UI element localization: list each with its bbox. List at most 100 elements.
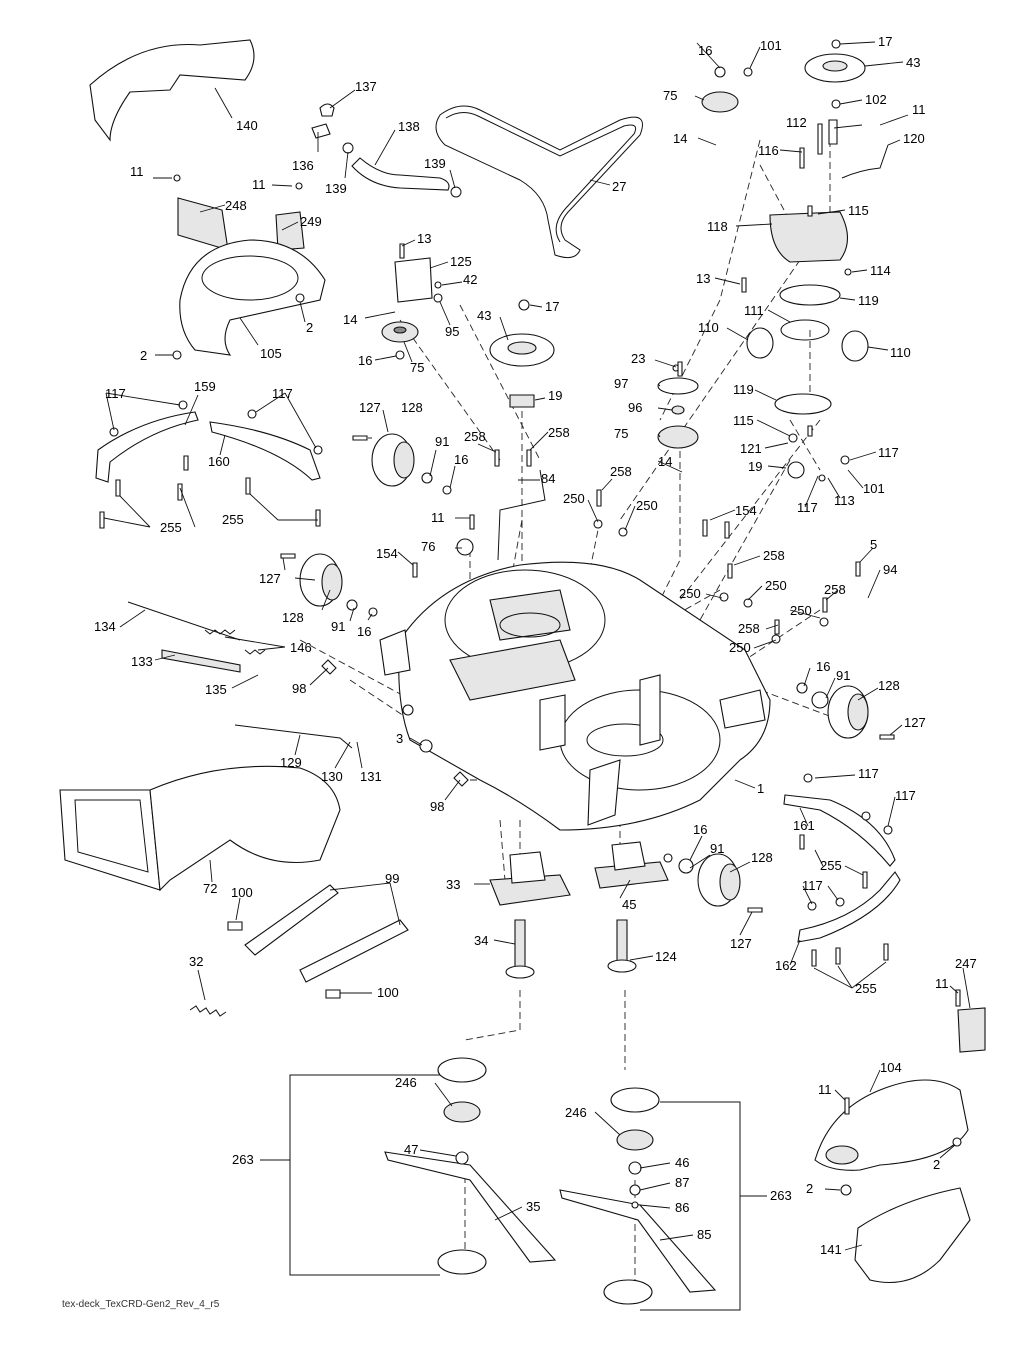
callout: 75 xyxy=(614,426,628,441)
callout: 23 xyxy=(631,351,645,366)
gauge-wheel-128-left xyxy=(299,553,343,607)
spring-146 xyxy=(244,649,266,655)
callout: 114 xyxy=(870,263,891,278)
callout: 75 xyxy=(663,88,677,103)
callout: 119 xyxy=(733,382,754,397)
callout: 105 xyxy=(260,346,282,361)
callout: 134 xyxy=(94,619,116,634)
guard-141 xyxy=(854,1187,971,1284)
hose-clamp xyxy=(342,142,354,154)
callout: 100 xyxy=(377,985,399,1000)
callout: 250 xyxy=(790,603,812,618)
callout: 130 xyxy=(321,769,343,784)
callout: 2 xyxy=(140,348,147,363)
spring-146 xyxy=(204,629,236,635)
callout: 110 xyxy=(890,345,911,360)
callout: 117 xyxy=(797,500,818,515)
callout: 11 xyxy=(431,510,445,525)
callout: 76 xyxy=(421,539,435,554)
callout: 118 xyxy=(707,219,728,234)
callout: 117 xyxy=(272,386,293,401)
callout: 117 xyxy=(858,766,879,781)
callout: 124 xyxy=(655,949,677,964)
callout: 91 xyxy=(331,619,345,634)
callout: 136 xyxy=(292,158,314,173)
callout: 250 xyxy=(765,578,787,593)
callout: 246 xyxy=(395,1075,417,1090)
callout: 43 xyxy=(906,55,920,70)
callout: 258 xyxy=(610,464,632,479)
callout: 255 xyxy=(222,512,244,527)
callout: 141 xyxy=(820,1242,842,1257)
gear-119-bottom xyxy=(774,393,832,415)
callout: 19 xyxy=(748,459,762,474)
callout: 16 xyxy=(698,43,712,58)
gauge-wheel-128-right xyxy=(827,685,869,739)
gauge-wheel-128-lower xyxy=(697,853,741,907)
drive-belt xyxy=(435,105,643,259)
pulley-cover-left xyxy=(179,239,326,356)
callout: 247 xyxy=(955,956,977,971)
callout: 128 xyxy=(878,678,900,693)
chute-guard-top xyxy=(89,39,255,142)
hose-fitting xyxy=(311,123,331,139)
callout: 255 xyxy=(820,858,842,873)
callout: 13 xyxy=(696,271,710,286)
wheel-bracket-160 xyxy=(209,421,321,481)
callout: 95 xyxy=(445,324,459,339)
callout: 125 xyxy=(450,254,472,269)
callout: 42 xyxy=(463,272,477,287)
callout: 99 xyxy=(385,871,399,886)
callout: 117 xyxy=(105,386,126,401)
kit-bracket-263-left xyxy=(289,1074,440,1276)
callout: 101 xyxy=(863,481,885,496)
callout: 2 xyxy=(306,320,313,335)
hose-clip xyxy=(319,103,335,117)
callout: 46 xyxy=(675,1155,689,1170)
callout: 14 xyxy=(658,454,672,469)
callout-labels: 140 137 136 138 139 139 27 11 11 248 249… xyxy=(94,34,977,1257)
rod-129 xyxy=(234,724,353,749)
callout: 43 xyxy=(477,308,491,323)
spindle-shaft-124 xyxy=(616,919,628,966)
spring-32 xyxy=(189,1005,227,1017)
callout: 116 xyxy=(758,143,779,158)
bracket-247 xyxy=(957,1007,986,1053)
wheel-bracket-162 xyxy=(797,871,901,943)
callout: 263 xyxy=(770,1188,792,1203)
callout: 96 xyxy=(628,400,642,415)
callout-leaders xyxy=(103,41,971,1251)
callout: 140 xyxy=(236,118,258,133)
lift-arm-133 xyxy=(161,649,241,673)
callout: 248 xyxy=(225,198,247,213)
callout: 250 xyxy=(729,640,751,655)
idler-arm-120 xyxy=(841,144,889,179)
wheel-bracket-161 xyxy=(783,794,896,867)
lift-rod-84 xyxy=(497,469,546,561)
callout: 146 xyxy=(290,640,312,655)
washer-97 xyxy=(657,377,699,395)
linkage-rod-134 xyxy=(127,601,241,641)
callout: 117 xyxy=(802,878,823,893)
callout: 16 xyxy=(358,353,372,368)
callout: 75 xyxy=(410,360,424,375)
callout: 120 xyxy=(903,131,925,146)
callout: 161 xyxy=(793,818,815,833)
callout: 100 xyxy=(231,885,253,900)
callout: 102 xyxy=(865,92,887,107)
callout: 127 xyxy=(359,400,381,415)
callout: 34 xyxy=(474,933,488,948)
callout: 139 xyxy=(424,156,446,171)
callout: 115 xyxy=(848,203,869,218)
callout: 17 xyxy=(545,299,559,314)
callout: 91 xyxy=(836,668,850,683)
callout: 17 xyxy=(878,34,892,49)
callout: 249 xyxy=(300,214,322,229)
callout: 139 xyxy=(325,181,347,196)
callout: 138 xyxy=(398,119,420,134)
callout: 16 xyxy=(357,624,371,639)
callout: 33 xyxy=(446,877,460,892)
spindle-housing-45 xyxy=(594,841,669,889)
callout: 128 xyxy=(282,610,304,625)
callout: 11 xyxy=(935,976,949,991)
